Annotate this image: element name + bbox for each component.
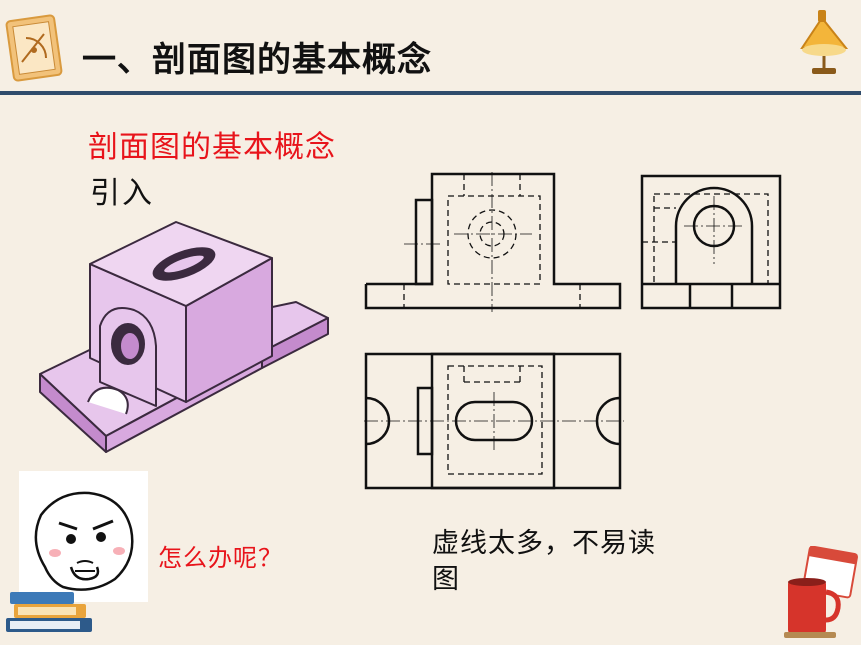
page-title: 一、剖面图的基本概念	[82, 40, 432, 80]
section-subtitle: 剖面图的基本概念	[88, 130, 336, 165]
front-view-drawing	[364, 172, 622, 312]
thinking-face-icon	[34, 491, 134, 591]
intro-label: 引入	[90, 176, 154, 211]
isometric-part-illustration	[39, 221, 329, 453]
desk-lamp-icon	[800, 10, 849, 74]
top-view-drawing	[364, 352, 624, 490]
title-divider	[0, 91, 861, 95]
book-stack-icon	[6, 592, 92, 632]
side-view-drawing	[640, 174, 782, 310]
protractor-badge-icon	[5, 14, 63, 82]
question-text: 怎么办呢？	[158, 544, 283, 572]
calendar-mug-icon	[784, 546, 858, 638]
note-text: 虚线太多，不易读图	[432, 528, 656, 595]
face-panel	[19, 471, 148, 602]
